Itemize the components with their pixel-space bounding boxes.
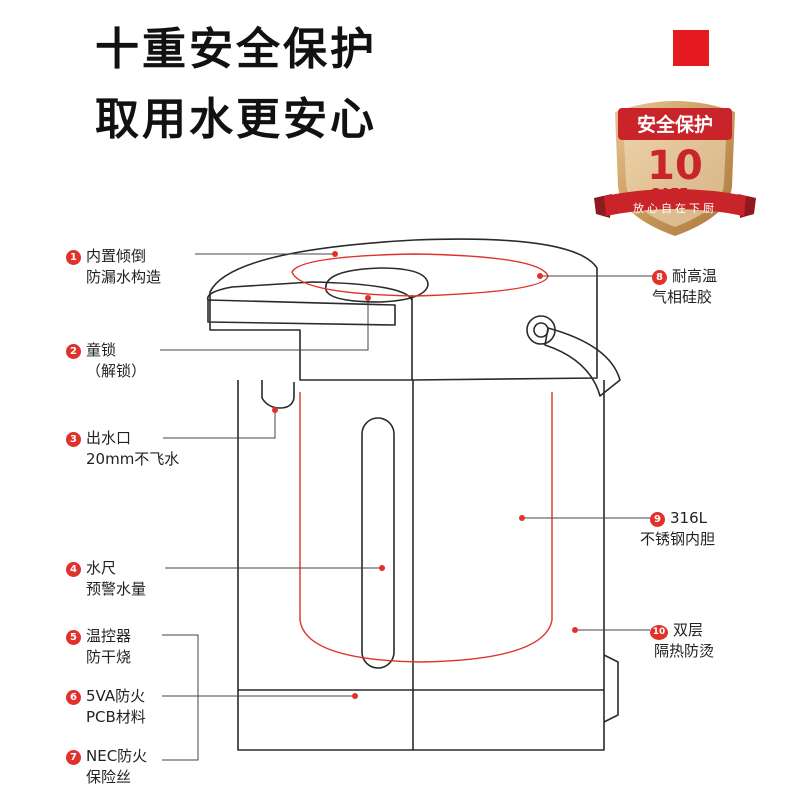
- handle-hinge: [526, 315, 556, 345]
- feature-5-number: 5: [66, 630, 81, 645]
- dot-1: [332, 251, 338, 257]
- spout: [261, 380, 295, 409]
- control-panel: [207, 299, 396, 326]
- badge-number: 10: [647, 143, 703, 189]
- badge-top-panel: [618, 108, 732, 140]
- feature-6: 6 5VA防火 PCB材料: [66, 686, 146, 728]
- feature-10-number: 10: [650, 625, 668, 640]
- dot-10: [572, 627, 578, 633]
- feature-9-number: 9: [650, 512, 665, 527]
- feature-7-desc: 保险丝: [86, 768, 132, 786]
- feature-7: 7 NEC防火 保险丝: [66, 746, 147, 788]
- feature-9-title: 316L: [670, 509, 707, 527]
- feature-4-title: 水尺: [86, 559, 117, 577]
- kettle-handle: [544, 327, 621, 397]
- feature-6-number: 6: [66, 690, 81, 705]
- dot-2: [365, 295, 371, 301]
- feature-7-title: NEC防火: [86, 747, 148, 765]
- feature-5-title: 温控器: [86, 627, 132, 645]
- red-square-mark: [673, 30, 709, 66]
- feature-5: 5 温控器 防干烧: [66, 626, 131, 668]
- feature-3-number: 3: [66, 432, 81, 447]
- feature-5-desc: 防干烧: [86, 648, 132, 666]
- badge-ribbon-text: 放心自在下厨: [633, 201, 717, 215]
- handle-hinge-inner: [533, 322, 549, 338]
- dot-4: [379, 565, 385, 571]
- feature-6-title: 5VA防火: [86, 687, 146, 705]
- feature-9: 9 316L 不锈钢内胆: [640, 508, 715, 550]
- feature-7-number: 7: [66, 750, 81, 765]
- feature-8: 8 耐高温 气相硅胶: [652, 266, 717, 308]
- feature-3-title: 出水口: [86, 429, 132, 447]
- inner-tank: [299, 392, 553, 663]
- feature-3: 3 出水口 20mm不飞水: [66, 428, 179, 470]
- safety-badge: 安全保护 10 SAFE+ 放心自在下厨: [594, 101, 756, 236]
- leader-3: [163, 410, 276, 439]
- badge-ribbon: [604, 189, 746, 216]
- feature-1: 1 内置倾倒 防漏水构造: [66, 246, 161, 288]
- kettle-body: [237, 380, 605, 691]
- feature-10-title: 双层: [673, 621, 704, 639]
- inner-seal-ring: [291, 253, 549, 297]
- feature-9-desc: 不锈钢内胆: [640, 530, 716, 548]
- leader-5-7: [162, 634, 199, 761]
- feature-6-desc: PCB材料: [86, 708, 146, 726]
- feature-8-title: 耐高温: [672, 267, 718, 285]
- feature-1-number: 1: [66, 250, 81, 265]
- feature-8-desc: 气相硅胶: [652, 288, 713, 306]
- control-panel-top: [206, 281, 413, 301]
- feature-2-number: 2: [66, 344, 81, 359]
- feature-4-number: 4: [66, 562, 81, 577]
- dot-9: [519, 515, 525, 521]
- leader-2: [160, 298, 369, 351]
- body-base: [237, 690, 605, 751]
- dot-6: [352, 693, 358, 699]
- feature-1-title: 内置倾倒: [86, 247, 147, 265]
- top-opening: [325, 267, 429, 303]
- feature-2: 2 童锁 （解锁）: [66, 340, 146, 382]
- headline-line-2: 取用水更安心: [95, 94, 377, 145]
- feature-4-desc: 预警水量: [86, 580, 147, 598]
- feature-8-number: 8: [652, 270, 667, 285]
- feature-3-desc: 20mm不飞水: [86, 450, 180, 468]
- feature-4: 4 水尺 预警水量: [66, 558, 146, 600]
- feature-2-desc: （解锁）: [86, 362, 147, 380]
- base-step: [603, 654, 619, 723]
- dot-8: [537, 273, 543, 279]
- feature-1-desc: 防漏水构造: [86, 268, 162, 286]
- badge-top-text: 安全保护: [637, 113, 713, 136]
- feature-2-title: 童锁: [86, 341, 117, 359]
- feature-10: 10 双层 隔热防烫: [650, 620, 714, 662]
- feature-10-desc: 隔热防烫: [654, 642, 715, 660]
- kettle-lid: [209, 238, 598, 381]
- dot-3: [272, 407, 278, 413]
- headline-line-1: 十重安全保护: [95, 24, 377, 75]
- water-gauge: [361, 417, 395, 669]
